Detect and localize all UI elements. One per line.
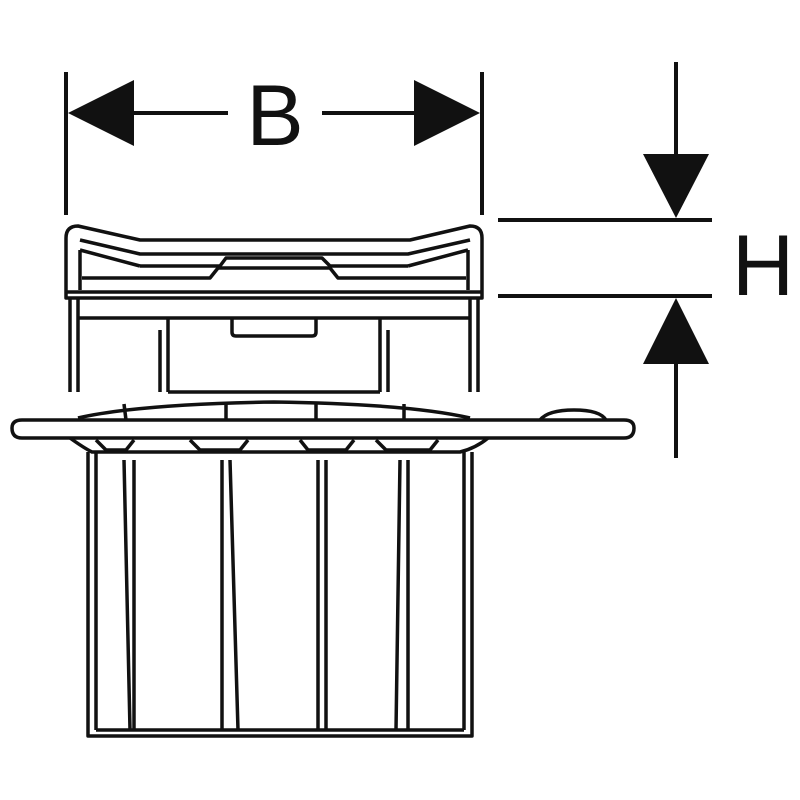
rib-notch-1 xyxy=(94,438,136,452)
outlet-outline xyxy=(86,452,474,738)
flange-ribs xyxy=(94,403,440,452)
cover-inner-profile xyxy=(79,238,471,256)
cover-lip-left xyxy=(78,248,141,290)
cover-lip-right xyxy=(407,248,470,290)
rib-notch-3 xyxy=(298,438,356,452)
dimension-label-h: H xyxy=(732,218,794,314)
outlet-rib-2 xyxy=(220,459,240,731)
outlet-rib-3 xyxy=(316,460,328,730)
arrowhead-right xyxy=(414,80,480,146)
grate-cover xyxy=(64,224,484,300)
outlet-rib-1 xyxy=(122,459,136,731)
grate-center-profile xyxy=(140,256,408,268)
flange-boss xyxy=(538,408,608,422)
outlet-rib-4 xyxy=(394,459,410,731)
frame-tab xyxy=(230,318,318,338)
arrowhead-up xyxy=(643,298,709,364)
rib-line-1 xyxy=(122,403,128,421)
flange-top-curve xyxy=(77,400,471,420)
cover-outer-profile xyxy=(64,224,484,300)
dimension-b xyxy=(64,72,484,215)
rib-notch-2 xyxy=(188,438,250,452)
rib-notch-4 xyxy=(374,438,440,452)
frame-body xyxy=(68,298,480,394)
dimension-label-b: B xyxy=(246,68,303,164)
grate-channel xyxy=(82,266,466,280)
outlet-body xyxy=(86,452,474,738)
flange-lower-curve xyxy=(68,436,490,454)
flange-plate xyxy=(10,418,636,440)
flange xyxy=(10,400,636,454)
frame-inner-block xyxy=(158,318,390,392)
arrowhead-left xyxy=(68,80,134,146)
arrowhead-down xyxy=(643,154,709,218)
drain-body xyxy=(10,224,636,738)
dimension-h xyxy=(498,62,712,458)
